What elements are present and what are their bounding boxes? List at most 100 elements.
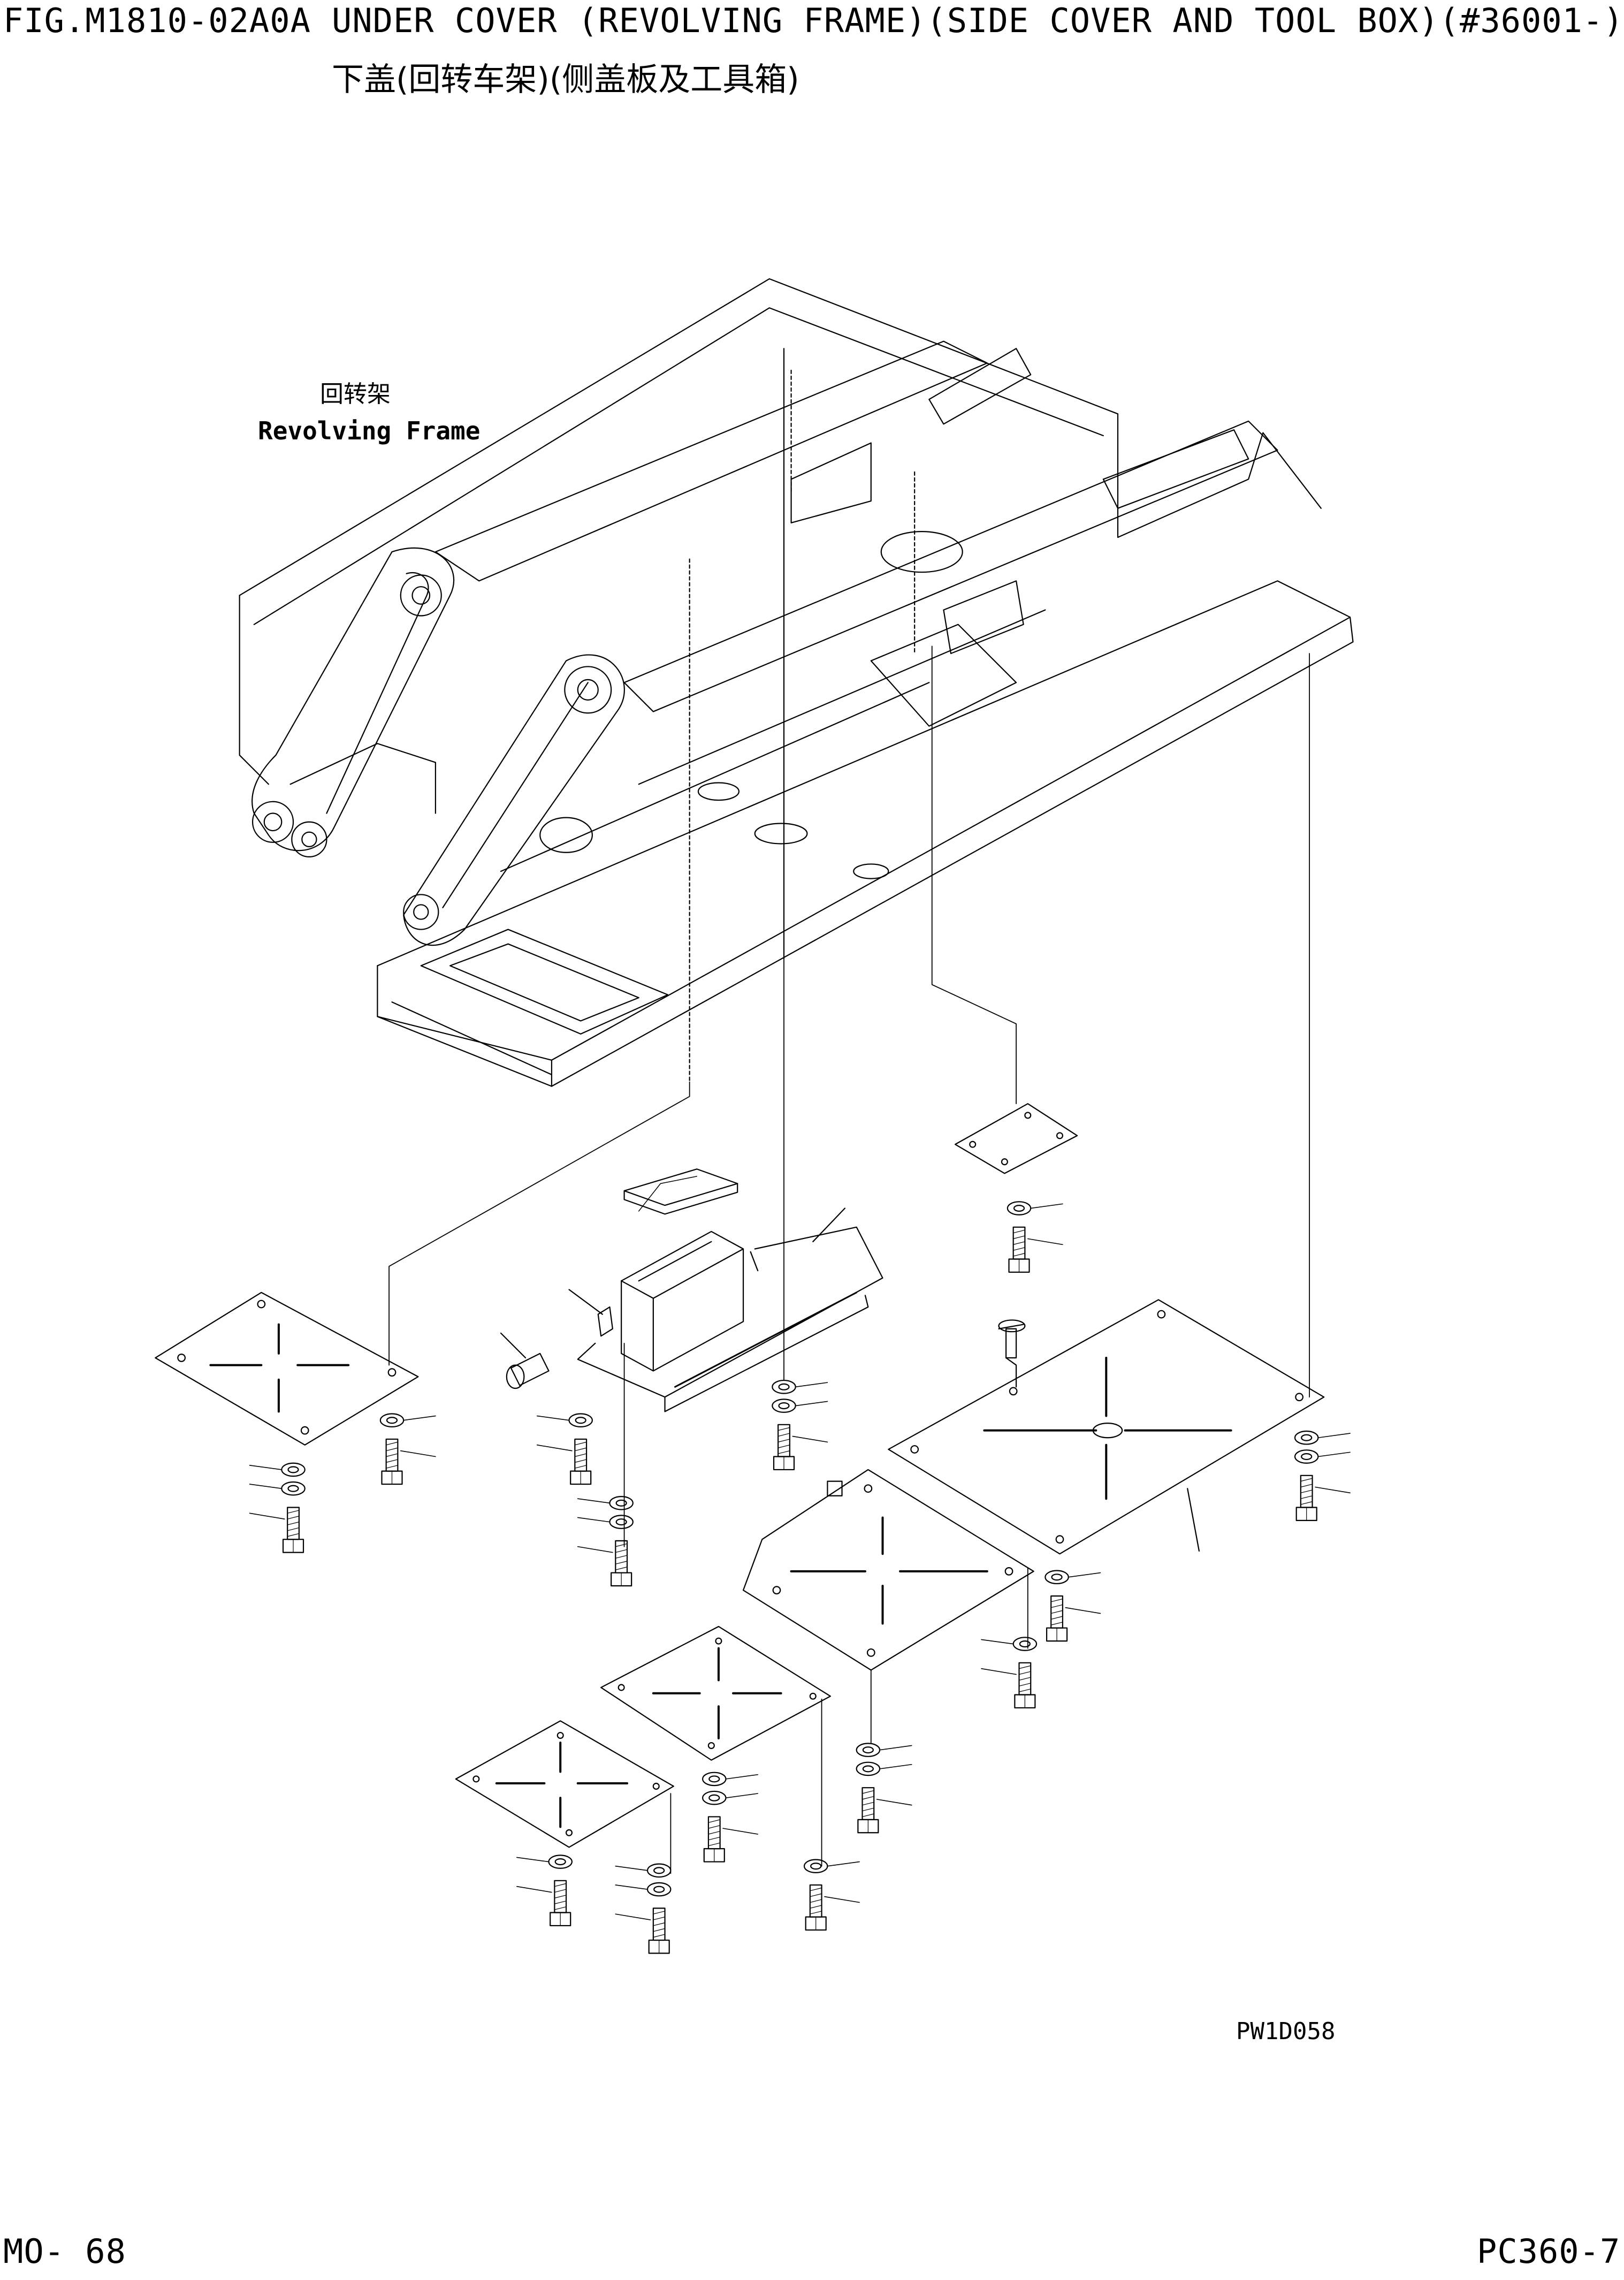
washer-hole xyxy=(863,1766,873,1772)
washer xyxy=(1295,1431,1318,1444)
bolt-thread xyxy=(386,1465,398,1468)
leader-line xyxy=(537,1416,569,1420)
guide-lines xyxy=(389,646,1309,1873)
washer xyxy=(1013,1637,1036,1650)
figure-title-cn: 下盖(回转车架)(侧盖板及工具箱) xyxy=(332,61,799,98)
bolt-thread xyxy=(554,1883,566,1886)
bolt-thread xyxy=(863,1791,874,1793)
page-number: MO- 68 xyxy=(3,2232,126,2271)
bolt-thread xyxy=(1019,1677,1031,1680)
bolt-thread xyxy=(1301,1490,1313,1493)
bolt-head xyxy=(382,1471,402,1484)
leader-line xyxy=(1028,1239,1063,1245)
washer xyxy=(703,1773,726,1785)
washer-hole xyxy=(863,1747,873,1753)
washer xyxy=(281,1482,304,1495)
bolt-head xyxy=(570,1471,591,1484)
frame-label-en: Revolving Frame xyxy=(258,416,481,445)
washer xyxy=(647,1864,670,1877)
bolt-thread xyxy=(386,1442,398,1445)
bolt-thread xyxy=(810,1888,822,1890)
washer-hole xyxy=(387,1417,397,1423)
bolt-thread xyxy=(615,1567,627,1570)
washer xyxy=(281,1463,304,1476)
bolt-thread xyxy=(653,1934,665,1937)
bolt-thread xyxy=(863,1802,874,1805)
leader-line xyxy=(1031,1204,1063,1208)
bolt-thread xyxy=(287,1510,299,1513)
leader-line xyxy=(615,1866,647,1871)
washer xyxy=(609,1496,632,1509)
bolt-head xyxy=(550,1913,570,1926)
plate-middle xyxy=(743,1470,1034,1670)
bolt-head xyxy=(1047,1628,1067,1641)
bolt-head xyxy=(1297,1507,1317,1520)
bolt-head xyxy=(858,1820,878,1833)
leader-line xyxy=(403,1416,436,1420)
bolt-thread xyxy=(386,1448,398,1450)
bolt-thread xyxy=(1019,1671,1031,1674)
washer xyxy=(380,1413,403,1426)
leader-line xyxy=(1069,1573,1101,1577)
bolt-thread xyxy=(653,1923,665,1926)
bolt-thread xyxy=(1301,1484,1313,1487)
plate-lower-left xyxy=(456,1721,674,1847)
washer xyxy=(1295,1450,1318,1463)
bolt-thread xyxy=(778,1433,790,1436)
tool-box xyxy=(501,1169,1025,1411)
bolt-thread xyxy=(554,1907,566,1910)
plate-small-top xyxy=(955,1104,1077,1173)
leader-line xyxy=(827,1862,859,1866)
bolt-thread xyxy=(1019,1689,1031,1692)
bolt-thread xyxy=(863,1796,874,1799)
leader-line xyxy=(880,1745,912,1750)
bolt-thread xyxy=(1051,1610,1063,1613)
bolt-thread xyxy=(287,1527,299,1530)
bolt-thread xyxy=(575,1460,586,1462)
washer-hole xyxy=(1301,1454,1312,1460)
leader-line xyxy=(796,1401,828,1405)
bolt-thread xyxy=(1301,1502,1313,1504)
bolt-thread xyxy=(575,1465,586,1468)
leader-line xyxy=(726,1793,758,1798)
bolt-thread xyxy=(863,1808,874,1811)
bolt-thread xyxy=(554,1901,566,1904)
washer-hole xyxy=(1301,1435,1312,1441)
washer xyxy=(772,1380,795,1393)
bolt-thread xyxy=(1019,1683,1031,1686)
bolt-thread xyxy=(1013,1236,1025,1238)
washer xyxy=(804,1859,827,1872)
leader-line xyxy=(880,1765,912,1769)
drawing-code: PW1D058 xyxy=(1236,2018,1336,2045)
bolt-thread xyxy=(708,1826,720,1828)
bolt-thread xyxy=(615,1555,627,1558)
bolt-thread xyxy=(708,1843,720,1845)
bolt-thread xyxy=(708,1820,720,1822)
washer-hole xyxy=(1052,1574,1062,1580)
washer xyxy=(1008,1202,1031,1214)
bolt-thread xyxy=(1051,1622,1063,1625)
washer-hole xyxy=(555,1859,566,1865)
bolt-thread xyxy=(1013,1230,1025,1233)
washer-hole xyxy=(654,1867,664,1873)
revolving-frame xyxy=(240,279,1353,1086)
bolt-thread xyxy=(653,1911,665,1914)
leader-line xyxy=(825,1897,859,1903)
washer xyxy=(857,1762,880,1775)
bolt-thread xyxy=(287,1522,299,1525)
bolt-thread xyxy=(1019,1666,1031,1668)
leader-line xyxy=(1318,1452,1350,1456)
bolt-thread xyxy=(778,1427,790,1430)
bolt-head xyxy=(1009,1259,1030,1272)
bolt-head xyxy=(774,1457,794,1470)
washer xyxy=(549,1855,572,1868)
bolt-head xyxy=(806,1917,826,1930)
plate-lower-middle xyxy=(601,1627,830,1760)
leader-line xyxy=(1315,1487,1350,1493)
leader-line xyxy=(1065,1608,1100,1614)
bolt-thread xyxy=(287,1516,299,1519)
leader-line xyxy=(517,1857,549,1861)
bolt-head xyxy=(649,1940,669,1953)
bolt-head xyxy=(1015,1695,1035,1708)
washer xyxy=(1045,1571,1068,1584)
